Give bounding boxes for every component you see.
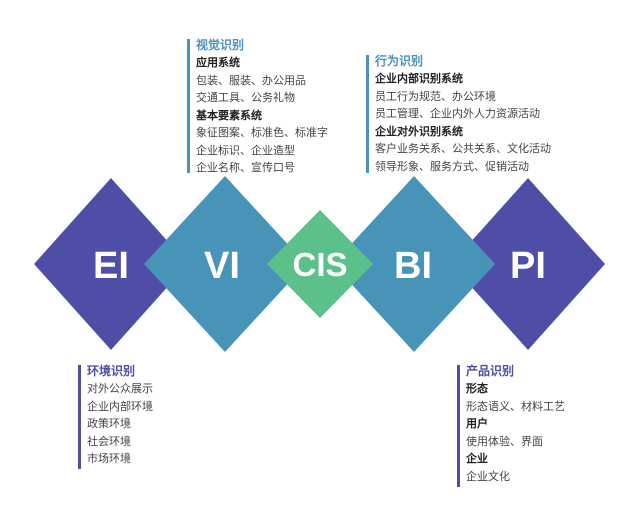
pi-sub2: 用户 (466, 417, 488, 430)
ei-item: 社会环境 (87, 434, 131, 448)
vi-sub2: 基本要素系统 (196, 108, 262, 122)
bi-sub1-item: 员工行为规范、办公环境 (375, 89, 496, 103)
pi-sub3-item: 企业文化 (466, 469, 510, 483)
vi-sub2-item: 象征图案、标准色、标准字 (196, 126, 328, 139)
diamond-pi (451, 178, 605, 350)
ei-accent-bar (78, 365, 81, 469)
diamond-bi (333, 176, 495, 352)
bi-text-block: 行为识别 企业内部识别系统 员工行为规范、办公环境 员工管理、企业内外人力资源活… (366, 52, 551, 175)
label-pi: PI (510, 245, 546, 287)
diamond-cis (267, 210, 373, 318)
label-vi: VI (204, 245, 240, 287)
vi-sub1-item: 交通工具、公务礼物 (196, 91, 295, 104)
label-ei: EI (93, 245, 129, 287)
pi-sub3: 企业 (466, 452, 488, 465)
bi-title: 行为识别 (375, 54, 424, 68)
pi-sub1-item: 形态语义、材料工艺 (466, 399, 565, 413)
ei-item: 政策环境 (87, 417, 131, 430)
ei-text-block: 环境识别 对外公众展示 企业内部环境 政策环境 社会环境 市场环境 (78, 362, 153, 469)
bi-sub1-item: 员工管理、企业内外人力资源活动 (375, 107, 540, 120)
pi-sub2-item: 使用体验、界面 (466, 434, 543, 448)
diamond-ei (34, 178, 188, 350)
vi-sub2-item: 企业标识、企业造型 (196, 143, 295, 157)
vi-sub1: 应用系统 (196, 56, 240, 69)
bi-sub1: 企业内部识别系统 (375, 72, 463, 85)
ei-item: 市场环境 (87, 452, 131, 465)
vi-accent-bar (187, 39, 190, 173)
ei-item: 对外公众展示 (87, 382, 153, 395)
bi-accent-bar (366, 55, 369, 173)
ei-title: 环境识别 (87, 364, 136, 378)
pi-accent-bar (457, 365, 460, 487)
pi-title: 产品识别 (466, 364, 515, 378)
label-cis: CIS (292, 246, 347, 283)
vi-text-block: 视觉识别 应用系统 包装、服装、办公用品 交通工具、公务礼物 基本要素系统 象征… (187, 36, 328, 177)
label-bi: BI (394, 245, 432, 287)
pi-text-block: 产品识别 形态 形态语义、材料工艺 用户 使用体验、界面 企业 企业文化 (457, 362, 565, 487)
vi-sub1-item: 包装、服装、办公用品 (196, 73, 306, 87)
vi-title: 视觉识别 (196, 38, 245, 52)
pi-sub1: 形态 (466, 382, 488, 395)
bi-sub2-item: 领导形象、服务方式、促销活动 (375, 159, 529, 173)
bi-sub2-item: 客户业务关系、公共关系、文化活动 (375, 142, 551, 155)
vi-sub2-item: 企业名称、宣传口号 (196, 161, 295, 174)
diamond-vi (144, 176, 306, 352)
bi-sub2: 企业对外识别系统 (375, 124, 463, 138)
ei-item: 企业内部环境 (87, 399, 153, 413)
